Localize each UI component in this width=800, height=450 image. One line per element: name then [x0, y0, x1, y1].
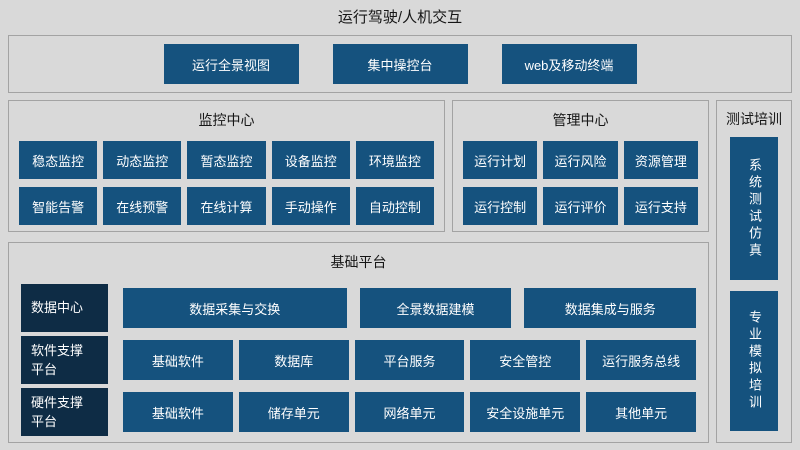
- platform-service-button[interactable]: 平台服务: [354, 340, 465, 380]
- monitoring-row-2: 智能告警 在线预警 在线计算 手动操作 自动控制: [19, 187, 435, 225]
- software-platform-buttons: 基础软件 数据库 平台服务 安全管控 运行服务总线: [123, 336, 696, 384]
- security-facility-unit-button[interactable]: 安全设施单元: [470, 392, 581, 432]
- management-row-1: 运行计划 运行风险 资源管理: [463, 141, 698, 179]
- monitoring-center-panel: 监控中心 稳态监控 动态监控 暂态监控 设备监控 环境监控 智能告警 在线预警 …: [8, 100, 445, 232]
- operation-support-button[interactable]: 运行支持: [623, 187, 698, 225]
- data-center-row: 数据中心 数据采集与交换 全景数据建模 数据集成与服务: [21, 284, 696, 332]
- security-control-button[interactable]: 安全管控: [470, 340, 581, 380]
- page-title: 运行驾驶/人机交互: [337, 9, 463, 26]
- test-training-title: 测试培训: [726, 111, 782, 127]
- web-mobile-terminal-button[interactable]: web及移动终端: [501, 44, 637, 84]
- base-platform-title: 基础平台: [330, 254, 387, 270]
- panorama-data-modeling-button[interactable]: 全景数据建模: [359, 288, 512, 328]
- basic-software-button[interactable]: 基础软件: [123, 340, 233, 380]
- online-warning-button[interactable]: 在线预警: [103, 187, 182, 225]
- environment-monitoring-button[interactable]: 环境监控: [355, 141, 435, 179]
- online-calculation-button[interactable]: 在线计算: [187, 187, 266, 225]
- main-area: 监控中心 稳态监控 动态监控 暂态监控 设备监控 环境监控 智能告警 在线预警 …: [8, 100, 792, 443]
- center-row: 监控中心 稳态监控 动态监控 暂态监控 设备监控 环境监控 智能告警 在线预警 …: [8, 100, 709, 232]
- data-collection-exchange-button[interactable]: 数据采集与交换: [123, 288, 347, 328]
- automatic-control-button[interactable]: 自动控制: [355, 187, 435, 225]
- test-training-panel: 测试培训 系统测试仿真 专业模拟培训: [716, 100, 792, 443]
- smart-alarm-button[interactable]: 智能告警: [19, 187, 98, 225]
- left-column: 监控中心 稳态监控 动态监控 暂态监控 设备监控 环境监控 智能告警 在线预警 …: [8, 100, 709, 443]
- resource-management-button[interactable]: 资源管理: [623, 141, 698, 179]
- professional-simulation-training-button[interactable]: 专业模拟培训: [730, 291, 778, 431]
- hardware-platform-header: 硬件支撑 平台: [21, 388, 108, 436]
- management-center-title: 管理中心: [552, 112, 609, 128]
- operation-evaluation-button[interactable]: 运行评价: [543, 187, 618, 225]
- basic-software-hw-button[interactable]: 基础软件: [123, 392, 233, 432]
- system-test-simulation-button[interactable]: 系统测试仿真: [730, 137, 778, 280]
- operation-plan-button[interactable]: 运行计划: [463, 141, 538, 179]
- database-button[interactable]: 数据库: [238, 340, 349, 380]
- base-platform-panel: 基础平台 数据中心 数据采集与交换 全景数据建模 数据集成与服务 软件支撑 平台…: [8, 242, 709, 443]
- data-integration-service-button[interactable]: 数据集成与服务: [524, 288, 696, 328]
- monitoring-center-title: 监控中心: [198, 112, 255, 128]
- operation-service-bus-button[interactable]: 运行服务总线: [586, 340, 696, 380]
- dynamic-monitoring-button[interactable]: 动态监控: [103, 141, 182, 179]
- management-row-2: 运行控制 运行评价 运行支持: [463, 187, 698, 225]
- manual-operation-button[interactable]: 手动操作: [271, 187, 350, 225]
- network-unit-button[interactable]: 网络单元: [354, 392, 465, 432]
- panorama-view-button[interactable]: 运行全景视图: [163, 44, 299, 84]
- other-unit-button[interactable]: 其他单元: [586, 392, 696, 432]
- steady-state-monitoring-button[interactable]: 稳态监控: [19, 141, 98, 179]
- operation-interaction-panel: 运行全景视图 集中操控台 web及移动终端: [8, 35, 792, 93]
- software-platform-row: 软件支撑 平台 基础软件 数据库 平台服务 安全管控 运行服务总线: [21, 336, 696, 384]
- transient-monitoring-button[interactable]: 暂态监控: [187, 141, 266, 179]
- hardware-platform-row: 硬件支撑 平台 基础软件 储存单元 网络单元 安全设施单元 其他单元: [21, 388, 696, 436]
- data-center-buttons: 数据采集与交换 全景数据建模 数据集成与服务: [123, 284, 696, 332]
- hardware-platform-buttons: 基础软件 储存单元 网络单元 安全设施单元 其他单元: [123, 388, 696, 436]
- monitoring-row-1: 稳态监控 动态监控 暂态监控 设备监控 环境监控: [19, 141, 435, 179]
- operation-risk-button[interactable]: 运行风险: [543, 141, 618, 179]
- equipment-monitoring-button[interactable]: 设备监控: [271, 141, 350, 179]
- software-platform-header: 软件支撑 平台: [21, 336, 108, 384]
- central-console-button[interactable]: 集中操控台: [332, 44, 468, 84]
- storage-unit-button[interactable]: 储存单元: [238, 392, 349, 432]
- operation-control-button[interactable]: 运行控制: [463, 187, 538, 225]
- management-center-panel: 管理中心 运行计划 运行风险 资源管理 运行控制 运行评价 运行支持: [452, 100, 709, 232]
- data-center-header: 数据中心: [21, 284, 108, 332]
